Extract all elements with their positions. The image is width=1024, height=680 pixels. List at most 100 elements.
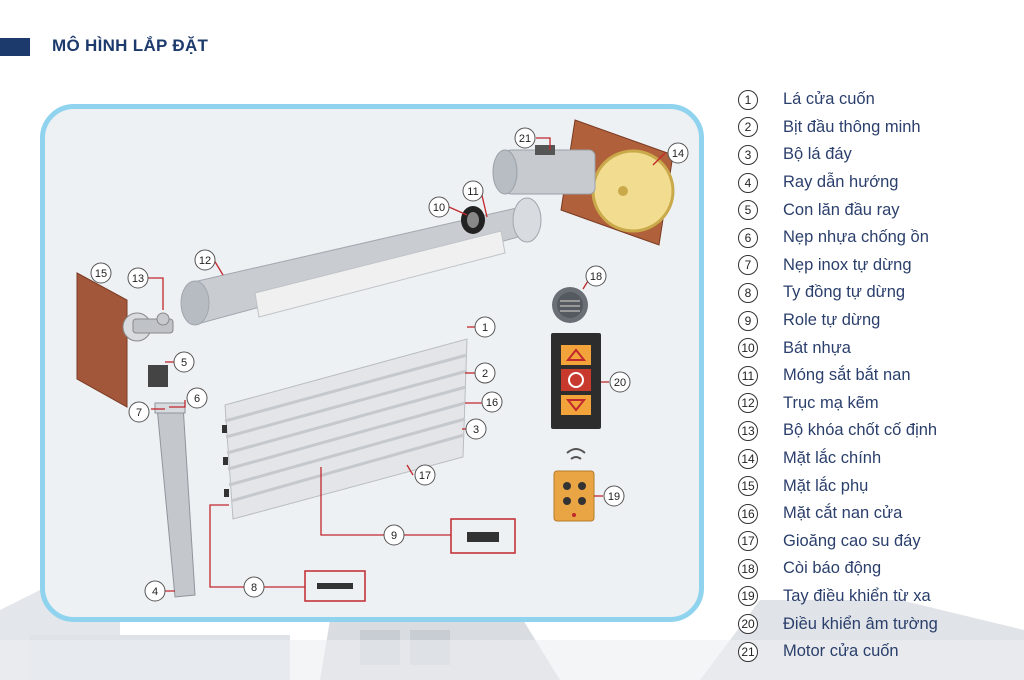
legend-number: 19 [738,586,758,607]
svg-text:12: 12 [199,255,211,267]
svg-text:18: 18 [590,271,602,283]
legend-number: 21 [738,641,758,662]
page-title: MÔ HÌNH LẮP ĐẶT [52,36,209,55]
callout-markers: 1 2 16 3 17 9 8 4 7 6 5 13 15 12 10 11 2… [90,127,689,602]
legend-item: 14 Mặt lắc chính [738,445,1008,473]
callout-5: 5 [173,351,195,373]
legend-label: Mặt lắc chính [783,449,882,468]
callout-18: 18 [585,265,607,287]
svg-text:17: 17 [419,470,431,482]
callout-19: 19 [603,485,625,507]
door-curtain [222,338,468,520]
side-plate-aux [76,272,128,408]
legend-label: Ty đồng tự dừng [783,283,906,302]
legend-number: 17 [738,531,758,552]
legend-number: 12 [738,393,758,414]
svg-text:4: 4 [152,586,158,598]
installation-diagram: 1 2 16 3 17 9 8 4 7 6 5 13 15 12 10 11 2… [76,119,689,602]
installation-diagram-panel: 1 2 16 3 17 9 8 4 7 6 5 13 15 12 10 11 2… [40,104,704,622]
legend-label: Tay điều khiển từ xa [783,586,931,605]
svg-text:11: 11 [467,186,478,198]
legend-item: 2 Bịt đầu thông minh [738,114,1008,142]
callout-3: 3 [465,418,487,440]
svg-text:8: 8 [251,582,257,594]
legend-label: Lá cửa cuốn [783,90,875,109]
callout-21: 21 [514,127,536,149]
legend-item: 12 Trục mạ kẽm [738,390,1008,418]
legend-number: 5 [738,200,758,221]
svg-text:14: 14 [672,148,684,160]
svg-text:16: 16 [486,397,498,409]
legend-number: 20 [738,614,758,635]
callout-6: 6 [186,387,208,409]
legend-item: 11 Móng sắt bắt nan [738,362,1008,390]
track-roller [148,365,168,387]
svg-text:3: 3 [473,424,479,436]
header-accent-bar [0,38,30,56]
legend-number: 6 [738,227,758,248]
svg-text:7: 7 [136,407,142,419]
callout-1: 1 [474,316,496,338]
legend-label: Mặt lắc phụ [783,476,869,495]
legend-number: 1 [738,89,758,110]
legend-number: 15 [738,476,758,497]
legend-item: 7 Nẹp inox tự dừng [738,252,1008,280]
svg-text:6: 6 [194,393,200,405]
gear-wheel [591,149,675,233]
legend-label: Bộ lá đáy [783,145,852,164]
legend-item: 5 Con lăn đầu ray [738,196,1008,224]
legend-number: 2 [738,117,758,138]
legend-item: 13 Bộ khóa chốt cố định [738,417,1008,445]
legend-number: 18 [738,558,758,579]
callout-16: 16 [481,391,503,413]
self-stop-relay [467,532,499,542]
legend-label: Trục mạ kẽm [783,393,879,412]
legend-number: 16 [738,503,758,524]
legend-number: 14 [738,448,758,469]
callout-11: 11 [462,180,484,202]
motor-body [504,149,596,195]
svg-text:13: 13 [132,273,144,285]
legend-item: 19 Tay điều khiển từ xa [738,583,1008,611]
legend-label: Nẹp inox tự dừng [783,255,912,274]
legend-item: 1 Lá cửa cuốn [738,86,1008,114]
legend-number: 10 [738,338,758,359]
legend-item: 8 Ty đồng tự dừng [738,279,1008,307]
legend-label: Bịt đầu thông minh [783,117,921,136]
svg-text:1: 1 [482,322,488,334]
legend-label: Con lăn đầu ray [783,200,900,219]
callout-15: 15 [90,262,112,284]
legend-number: 8 [738,282,758,303]
legend-label: Móng sắt bắt nan [783,366,911,385]
legend-number: 7 [738,255,758,276]
callout-20: 20 [609,371,631,393]
svg-text:10: 10 [433,202,445,214]
legend-label: Ray dẫn hướng [783,173,899,192]
svg-text:5: 5 [181,357,187,369]
callout-4: 4 [144,580,166,602]
callout-7: 7 [128,401,150,423]
background-houses [0,580,1024,680]
legend-label: Gioăng cao su đáy [783,531,921,550]
callout-14: 14 [667,142,689,164]
callout-2: 2 [474,362,496,384]
brass-pin [317,583,353,589]
svg-text:21: 21 [519,133,531,145]
legend-label: Bát nhựa [783,338,851,357]
legend-number: 13 [738,420,758,441]
legend-label: Role tự dừng [783,311,881,330]
svg-text:19: 19 [608,491,620,503]
callout-8: 8 [243,576,265,598]
svg-text:15: 15 [95,268,107,280]
svg-text:20: 20 [614,377,626,389]
svg-text:2: 2 [482,368,488,380]
callout-10: 10 [428,196,450,218]
legend-label: Bộ khóa chốt cố định [783,421,938,440]
legend-number: 11 [738,365,758,386]
legend-label: Còi báo động [783,559,882,578]
